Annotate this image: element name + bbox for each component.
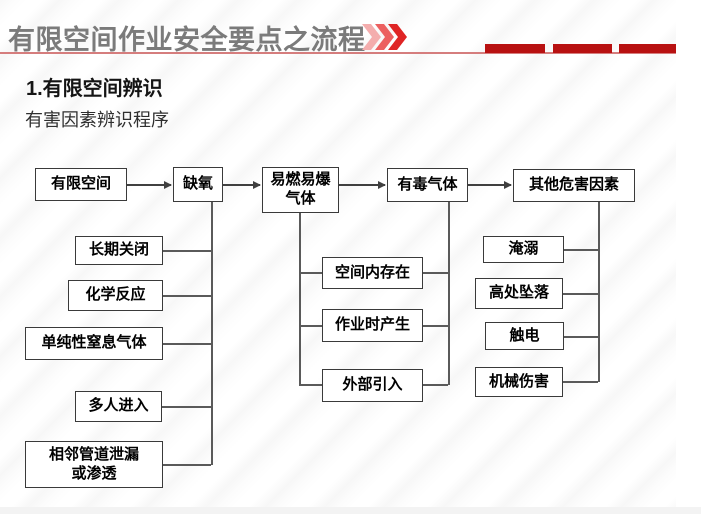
connector-hline: [299, 325, 322, 327]
flow-node-chemical-reaction: 化学反应: [68, 280, 163, 311]
header-accent-bar: [619, 44, 676, 53]
flow-arrow: [468, 181, 512, 188]
flow-arrow: [127, 181, 172, 188]
section-subheading: 有害因素辨识程序: [25, 110, 169, 130]
flow-node-simple-asphyxiant-gas: 单纯性窒息气体: [25, 327, 163, 360]
flow-node-other-hazards: 其他危害因素: [513, 169, 635, 202]
flow-node-toxic-gas: 有毒气体: [387, 168, 468, 202]
flow-node-multiple-entrants: 多人进入: [75, 391, 162, 422]
flow-arrow: [223, 181, 261, 188]
connector-vline: [448, 202, 450, 385]
flow-node-mechanical-injury: 机械伤害: [475, 367, 563, 397]
connector-hline: [423, 272, 448, 274]
flow-node-confined-space: 有限空间: [35, 168, 127, 201]
connector-vline: [299, 213, 301, 385]
flow-node-electric-shock: 触电: [485, 322, 564, 350]
header-accent-bar: [485, 44, 545, 53]
flow-node-fall-from-height: 高处坠落: [475, 278, 563, 309]
connector-hline: [299, 384, 322, 386]
connector-hline: [423, 325, 448, 327]
connector-hline: [163, 464, 211, 466]
flow-node-external-introduction: 外部引入: [322, 369, 423, 402]
bottom-edge: [0, 507, 701, 514]
flow-node-flammable-gas: 易燃易爆 气体: [262, 167, 339, 213]
flow-node-drowning: 淹溺: [483, 236, 564, 263]
flow-node-generated-during-work: 作业时产生: [322, 309, 423, 342]
connector-vline: [211, 202, 213, 465]
connector-hline: [564, 336, 598, 338]
connector-vline: [598, 202, 600, 382]
page-title: 有限空间作业安全要点之流程: [8, 25, 366, 55]
header-accent-bar: [553, 44, 612, 53]
connector-hline: [423, 384, 448, 386]
flow-node-exists-in-space: 空间内存在: [322, 257, 423, 289]
flow-arrow: [339, 181, 386, 188]
flow-node-oxygen-deficiency: 缺氧: [173, 167, 223, 202]
flow-node-long-closed: 长期关闭: [75, 236, 163, 265]
connector-hline: [299, 272, 322, 274]
connector-hline: [563, 293, 598, 295]
connector-hline: [162, 406, 211, 408]
connector-hline: [564, 249, 598, 251]
section-heading: 1.有限空间辨识: [26, 78, 163, 100]
header-divider: [0, 52, 676, 54]
connector-hline: [563, 381, 598, 383]
connector-hline: [163, 250, 211, 252]
flow-node-adjacent-pipeline-leak: 相邻管道泄漏 或渗透: [25, 441, 163, 488]
connector-hline: [163, 295, 211, 297]
triple-chevron-icon: [362, 24, 407, 50]
connector-hline: [163, 343, 211, 345]
